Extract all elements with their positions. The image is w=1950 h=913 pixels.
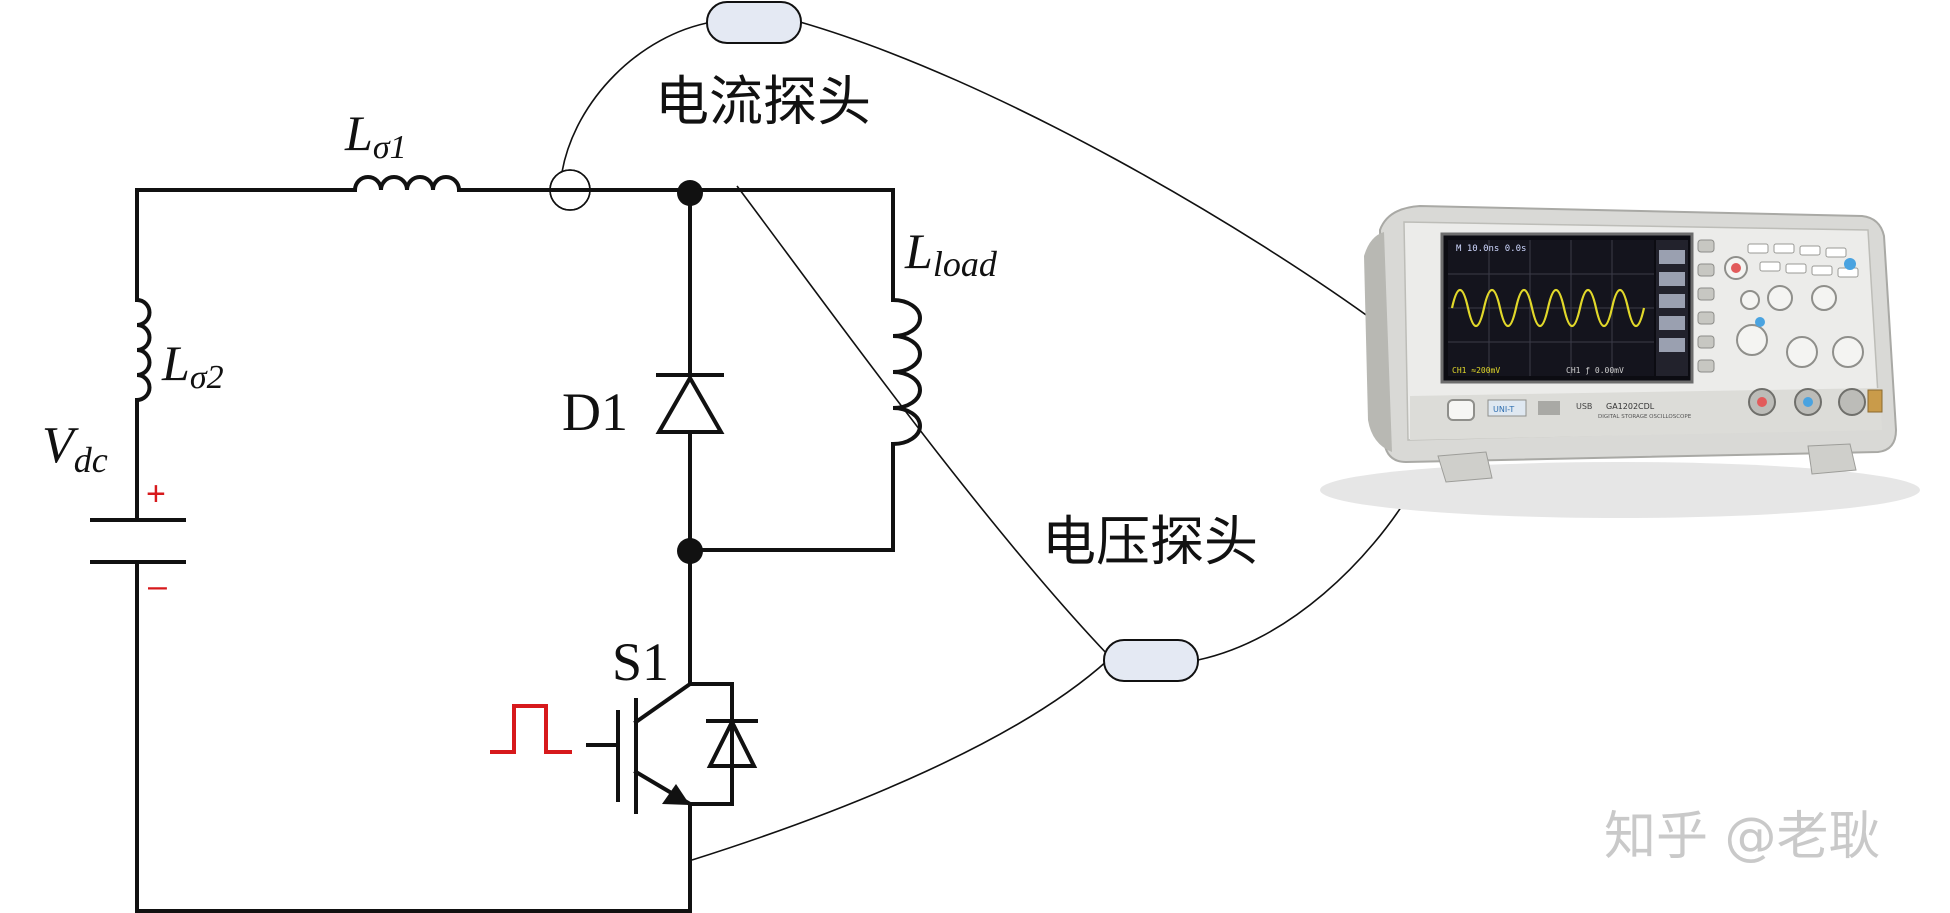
dc-source [90, 468, 186, 592]
inductor-l-sigma1 [352, 175, 462, 193]
junction-bottom [677, 538, 703, 564]
label-s1: S1 [612, 632, 669, 692]
current-probe-head [706, 1, 802, 44]
junction-top [677, 180, 703, 206]
label-l-sigma2: Lσ2 [161, 335, 224, 396]
label-voltage-probe: 电压探头 [1042, 512, 1258, 572]
label-current-probe: 电流探头 [655, 72, 871, 132]
gate-pulse-icon [490, 704, 572, 754]
label-l-sigma1: Lσ1 [344, 105, 407, 166]
watermark: 知乎 @老耿 [1604, 807, 1881, 867]
polarity-minus: – [148, 567, 167, 605]
inductor-l-load [890, 297, 922, 448]
oscilloscope-image: M 10.0ns 0.0s CH1 ≈200mV CH1 ƒ 0.00mV [1320, 204, 1920, 518]
probe-cables [561, 21, 1413, 861]
scope-power-button [1447, 399, 1475, 421]
scope-waveform [1450, 288, 1646, 328]
label-d1: D1 [562, 382, 628, 442]
svg-text:DIGITAL STORAGE OSCILLOSCOPE: DIGITAL STORAGE OSCILLOSCOPE [1598, 414, 1692, 420]
inductor-l-sigma2 [134, 297, 152, 403]
label-vdc: Vdc [42, 417, 108, 480]
voltage-probe-head [1103, 639, 1199, 682]
svg-text:M 10.0ns 0.0s: M 10.0ns 0.0s [1456, 244, 1526, 254]
circuit-wires [135, 188, 895, 913]
svg-text:UNI-T: UNI-T [1493, 405, 1514, 414]
igbt-s1 [586, 681, 758, 814]
diode-d1 [655, 373, 725, 434]
svg-text:USB: USB [1576, 402, 1592, 411]
svg-text:GA1202CDL: GA1202CDL [1606, 402, 1655, 411]
label-l-load: Lload [904, 223, 998, 284]
svg-text:CH1 ƒ 0.00mV: CH1 ƒ 0.00mV [1566, 366, 1624, 375]
svg-text:CH1 ≈200mV: CH1 ≈200mV [1452, 366, 1500, 375]
polarity-plus: + [146, 475, 166, 513]
